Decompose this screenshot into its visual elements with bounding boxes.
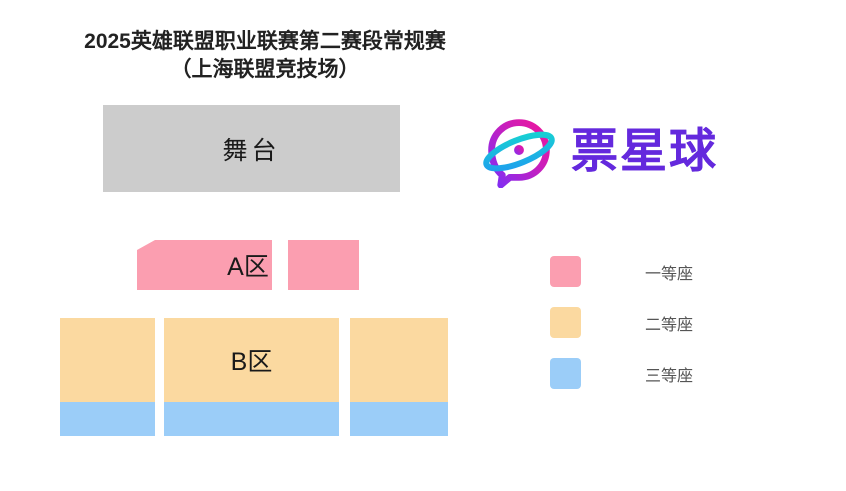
zone-a-block-right[interactable]: [288, 240, 359, 290]
legend: 一等座 二等座 三等座: [550, 256, 693, 389]
legend-swatch-first-class: [550, 256, 581, 287]
zone-b-block-center-tier-third[interactable]: [164, 402, 339, 436]
zone-a-block-main[interactable]: [137, 240, 272, 290]
zone-b-block-right[interactable]: [350, 318, 448, 436]
legend-label-second-class: 二等座: [645, 316, 694, 334]
zone-b-block-left-tier-third[interactable]: [60, 402, 155, 436]
page-title: 2025英雄联盟职业联赛第二赛段常规赛 （上海联盟竞技场）: [0, 28, 530, 84]
legend-item-first-class[interactable]: 一等座: [550, 256, 693, 287]
legend-label-third-class: 三等座: [645, 367, 694, 385]
stage-label: 舞台: [222, 136, 281, 165]
zone-b-block-center[interactable]: [164, 318, 339, 436]
brand-logo: 票星球: [481, 112, 718, 189]
zone-b-block-left[interactable]: [60, 318, 155, 436]
legend-swatch-second-class: [550, 307, 581, 338]
legend-swatch-third-class: [550, 358, 581, 389]
zone-b-block-right-tier-third[interactable]: [350, 402, 448, 436]
brand-name: 票星球: [571, 123, 718, 177]
page-title-line-2: （上海联盟竞技场）: [170, 58, 360, 81]
zone-b[interactable]: B区: [60, 318, 448, 436]
stage-area: 舞台: [103, 105, 400, 192]
zone-b-block-right-tier-second[interactable]: [350, 318, 448, 402]
planet-speech-bubble-icon: [481, 112, 557, 189]
page-title-line-1: 2025英雄联盟职业联赛第二赛段常规赛: [84, 30, 446, 53]
legend-item-second-class[interactable]: 二等座: [550, 307, 693, 338]
zone-b-block-left-tier-second[interactable]: [60, 318, 155, 402]
legend-item-third-class[interactable]: 三等座: [550, 358, 693, 389]
zone-a[interactable]: A区: [137, 240, 359, 290]
zone-b-block-center-tier-second[interactable]: [164, 318, 339, 402]
legend-label-first-class: 一等座: [645, 265, 694, 283]
